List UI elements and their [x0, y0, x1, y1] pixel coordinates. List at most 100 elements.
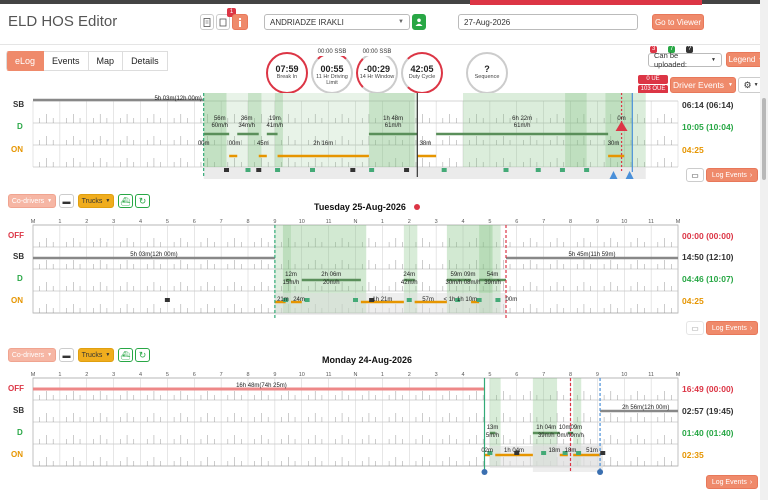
total-d: 01:40 (01:40) [682, 428, 734, 438]
hour-label: 7 [220, 372, 223, 378]
map-icon [275, 168, 281, 172]
segment-duration: 00m [229, 141, 241, 147]
segment-duration: 54m [487, 272, 499, 278]
hour-label: 9 [596, 219, 599, 225]
trucks-button[interactable]: Trucks▼ [78, 194, 114, 208]
segment-duration: 6h 22m [512, 116, 532, 122]
hour-label: 5 [166, 372, 169, 378]
map-icon [304, 298, 310, 302]
map-icon [576, 451, 582, 455]
trucks-button[interactable]: Trucks▼ [78, 348, 114, 362]
gauge-label: 14 Hr Window [359, 74, 395, 80]
comment-icon: ▭ [691, 170, 699, 180]
total-d: 04:46 (10:07) [682, 274, 734, 284]
hour-label: 3 [112, 372, 115, 378]
alert-strip [470, 0, 702, 5]
truck-link-button[interactable]: ▬ [59, 194, 74, 208]
hour-label: 3 [112, 219, 115, 225]
alert-button[interactable] [232, 14, 248, 30]
hour-label: 7 [220, 219, 223, 225]
segment-speed: 5m/h [486, 433, 499, 439]
tab-events[interactable]: Events [44, 51, 89, 71]
settings-button[interactable]: ⚙ ▼ [738, 77, 764, 93]
refresh-button[interactable]: ↻ [135, 348, 150, 362]
segment-duration: 1h 21m [372, 297, 392, 303]
row-label-sb: SB [13, 252, 25, 261]
hour-label: 2 [85, 372, 88, 378]
app-title: ELD HOS Editor [8, 13, 118, 30]
hour-label: 3 [435, 372, 438, 378]
can-be-uploaded-select[interactable]: Can be uploaded: ▼ [648, 51, 722, 69]
segment-duration: 2h 06m [321, 272, 341, 278]
chevron-down-icon: ▼ [105, 198, 111, 204]
map-icon [455, 298, 461, 302]
scrollbar-thumb[interactable] [762, 98, 766, 180]
chevron-down-icon: ▼ [711, 57, 716, 63]
hour-label: M [676, 219, 681, 225]
activity-band [203, 93, 418, 167]
comment-button[interactable]: ▭ [686, 168, 704, 182]
segment-duration: 00m [198, 141, 210, 147]
segment-speed: 30m/h 08m/h [445, 280, 480, 286]
row-label-on: ON [11, 450, 23, 459]
log-events-button[interactable]: Log Events› [706, 475, 758, 489]
tab-elog[interactable]: eLog [6, 51, 45, 71]
top-strip [0, 0, 768, 4]
gauge-top-label: 00:00 SSB [316, 49, 348, 56]
segment-speed: 34m/h [238, 123, 255, 129]
row-label-on: ON [11, 296, 23, 305]
driver-profile-button[interactable] [412, 14, 426, 30]
document-button[interactable] [200, 14, 214, 30]
ship-button[interactable]: ⛴ [118, 194, 133, 208]
hour-label: 1 [381, 219, 384, 225]
segment-duration: 5h 45m(11h 59m) [569, 252, 616, 258]
log-events-label: Log Events [711, 478, 747, 486]
go-to-viewer-button[interactable]: Go to Viewer [652, 14, 704, 30]
driver-select[interactable]: ANDRIADZE IRAKLI ▼ [264, 14, 410, 30]
comment-button[interactable]: ▭ [686, 321, 704, 335]
scrollbar-track[interactable] [760, 0, 768, 500]
co-drivers-button[interactable]: Co-drivers▼ [8, 348, 56, 362]
segment-speed: 39m/h [484, 280, 501, 286]
hour-label: 11 [648, 219, 654, 225]
truck-link-button[interactable]: ▬ [59, 348, 74, 362]
activity-band [532, 444, 603, 472]
date-input[interactable]: 27-Aug-2026 [458, 14, 638, 30]
map-icon [310, 168, 315, 172]
ship-icon: ⛴ [120, 350, 131, 360]
activity-band [403, 225, 418, 313]
driver-events-label: Driver Events [673, 80, 725, 90]
driver-events-button[interactable]: Driver Events ▼ [670, 77, 736, 93]
copy-button[interactable] [216, 14, 230, 30]
row-label-on: ON [11, 145, 23, 154]
day-title: Monday 24-Aug-2026 [322, 355, 413, 365]
trucks-label: Trucks [81, 351, 103, 359]
chevron-down-icon: ▼ [47, 198, 53, 204]
chevron-right-icon: › [749, 478, 753, 486]
chevron-down-icon: ▼ [728, 82, 733, 88]
map-icon [584, 168, 590, 172]
map-icon [487, 451, 493, 455]
co-drivers-button[interactable]: Co-drivers▼ [8, 194, 56, 208]
row-label-d: D [17, 274, 23, 283]
activity-band [573, 378, 582, 466]
violation-dot [414, 204, 420, 210]
hour-label: 5 [488, 372, 491, 378]
tab-details[interactable]: Details [123, 51, 168, 71]
hour-label: 10 [299, 372, 305, 378]
activity-band [368, 93, 415, 167]
ship-button[interactable]: ⛴ [118, 348, 133, 362]
log-events-button[interactable]: Log Events› [706, 168, 758, 182]
hour-label: 6 [193, 219, 196, 225]
refresh-button[interactable]: ↻ [135, 194, 150, 208]
segment-duration: 19m [269, 116, 281, 122]
chevron-down-icon: ▼ [47, 352, 53, 358]
log-events-label: Log Events [711, 171, 747, 179]
segment-speed: 41m/h [267, 123, 284, 129]
tab-map[interactable]: Map [88, 51, 124, 71]
chevron-down-icon: ▼ [105, 352, 111, 358]
hour-label: 8 [569, 219, 572, 225]
log-events-button[interactable]: Log Events› [706, 321, 758, 335]
total-sb: 06:14 (06:14) [682, 100, 734, 110]
